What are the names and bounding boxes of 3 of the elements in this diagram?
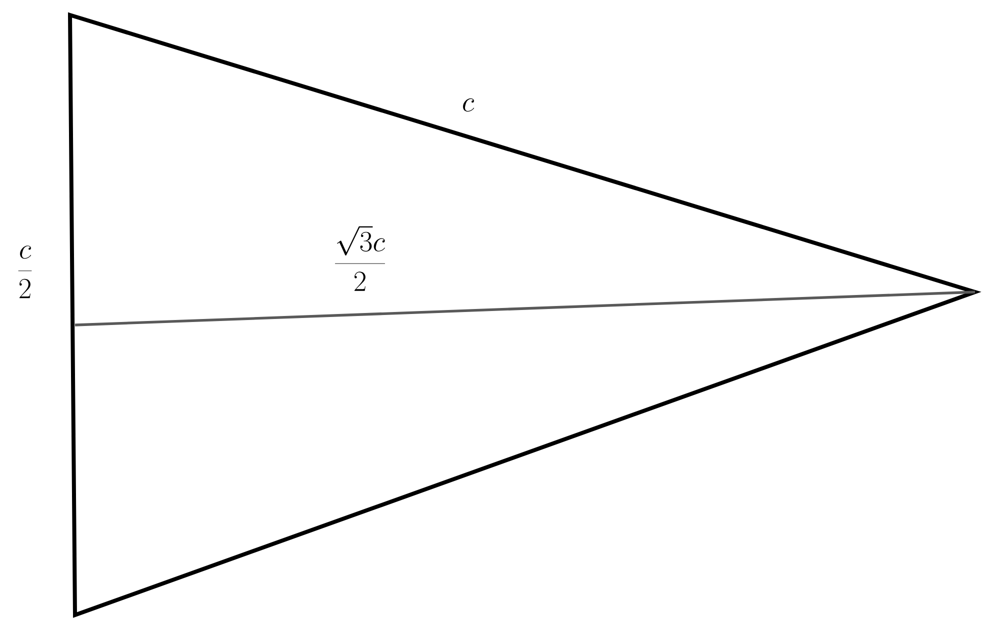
length-label: $\frac{c}{2}$ (18, 246, 32, 298)
length-label: $\frac{\sqrt{3}c}{2}$ (335, 226, 385, 291)
length-label: $c$ (463, 98, 474, 112)
